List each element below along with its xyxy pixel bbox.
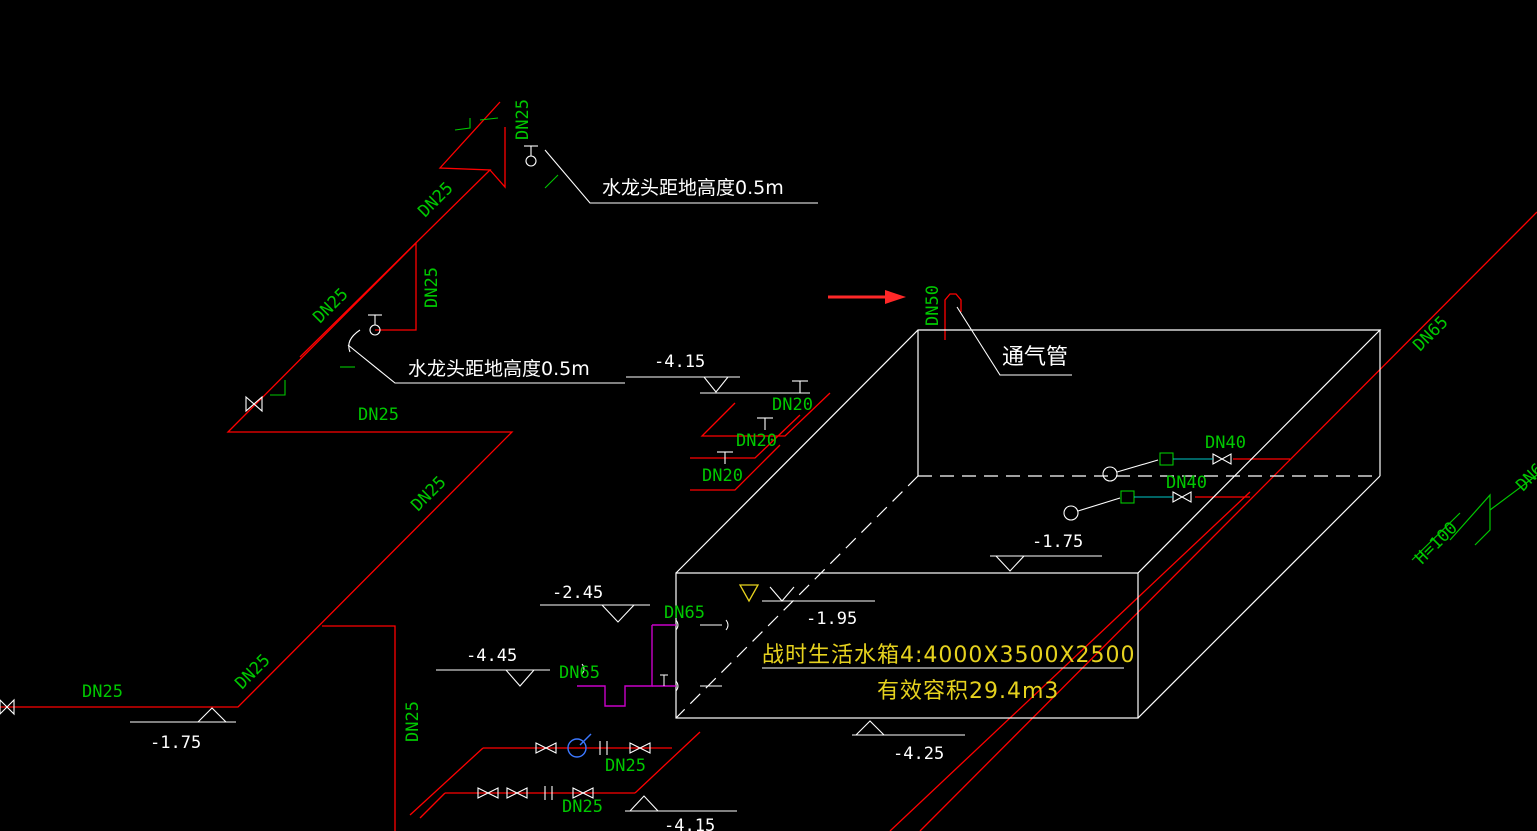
fitting-marks (581, 619, 729, 692)
elevation-e7: -4.25 (893, 744, 944, 764)
pipe-dn20-3 (690, 444, 781, 491)
tank-right-bottom (1137, 475, 1381, 719)
level-triangle-icon (738, 584, 760, 603)
pipe-network (0, 101, 1537, 831)
pipe-label-dn25-down: DN25 (403, 701, 423, 742)
elevation-e8: -4.15 (664, 816, 715, 831)
pipe-label-dn50: DN50 (923, 285, 943, 326)
elevation-e4: -1.95 (806, 609, 857, 629)
pipe-lower-diag-1 (409, 747, 484, 816)
leader-vent (956, 306, 1072, 376)
elevation-e5: -4.45 (466, 646, 517, 666)
tank-volume: 有效容积29.4m3 (877, 679, 1059, 704)
pipe-label-dn20-1: DN20 (772, 395, 813, 415)
trap-icon (1411, 474, 1537, 561)
tank-top-edges (675, 329, 1382, 574)
pipe-dn20-1 (700, 392, 831, 437)
pipe-label-dn25-low2: DN25 (562, 797, 603, 817)
pipe-label-dn20-3: DN20 (702, 466, 743, 486)
pipe-upper-diagonal (299, 101, 501, 358)
tank-front-face (675, 572, 1139, 719)
pipe-label-dn25-low1: DN25 (605, 756, 646, 776)
note-faucet-top: 水龙头距地高度0.5m (602, 177, 784, 199)
pipe-dn65-right-1 (919, 211, 1537, 831)
pipe-lower-diag-2 (419, 792, 446, 819)
pipe-label-dn20-2: DN20 (736, 431, 777, 451)
pipe-label-dn40-1: DN40 (1205, 433, 1246, 453)
note-vent-pipe: 通气管 (1002, 345, 1068, 370)
annotation-lines (130, 149, 1124, 812)
vent-pipe (944, 293, 962, 340)
pipe-dn65-right-2 (889, 491, 1251, 831)
pipe-label-dn65-upper: DN65 (664, 603, 705, 623)
note-faucet-mid: 水龙头距地高度0.5m (408, 358, 590, 380)
pump-icon (567, 733, 592, 758)
level-triangle-icon (197, 376, 1025, 812)
pipe-label-dn25-left: DN25 (82, 682, 123, 702)
pipe-left-main (0, 241, 514, 708)
elevation-e3: -2.45 (552, 583, 603, 603)
pipe-label-dn25-horiz: DN25 (358, 405, 399, 425)
faucet-icon (348, 145, 808, 464)
leader-faucet-top (544, 149, 818, 204)
elevation-e6: -1.75 (150, 733, 201, 753)
pipe-label-dn25-vert: DN25 (422, 267, 442, 308)
arrow-icon (828, 290, 906, 304)
faucet-icon (270, 117, 559, 396)
tank-hidden-diag (675, 475, 919, 719)
connector-line (1134, 458, 1213, 498)
pipe-vertical-dn25 (322, 625, 396, 831)
leader-faucet-mid (347, 344, 625, 384)
valve-icon (0, 395, 1232, 800)
elevation-e2: -1.75 (1032, 532, 1083, 552)
pipe-lower-diag-3 (634, 731, 701, 794)
pipe-label-dn65-lower: DN65 (559, 663, 600, 683)
water-tank (675, 329, 1382, 719)
pipe-label-dn40-2: DN40 (1166, 473, 1207, 493)
pipe-label-dn25-top: DN25 (513, 99, 533, 140)
pipe-dn20-2 (690, 414, 801, 459)
pipe-top-branch (489, 127, 506, 189)
elevation-e1: -4.15 (654, 352, 705, 372)
tank-title: 战时生活水箱4:4000X3500X2500 (762, 643, 1136, 668)
